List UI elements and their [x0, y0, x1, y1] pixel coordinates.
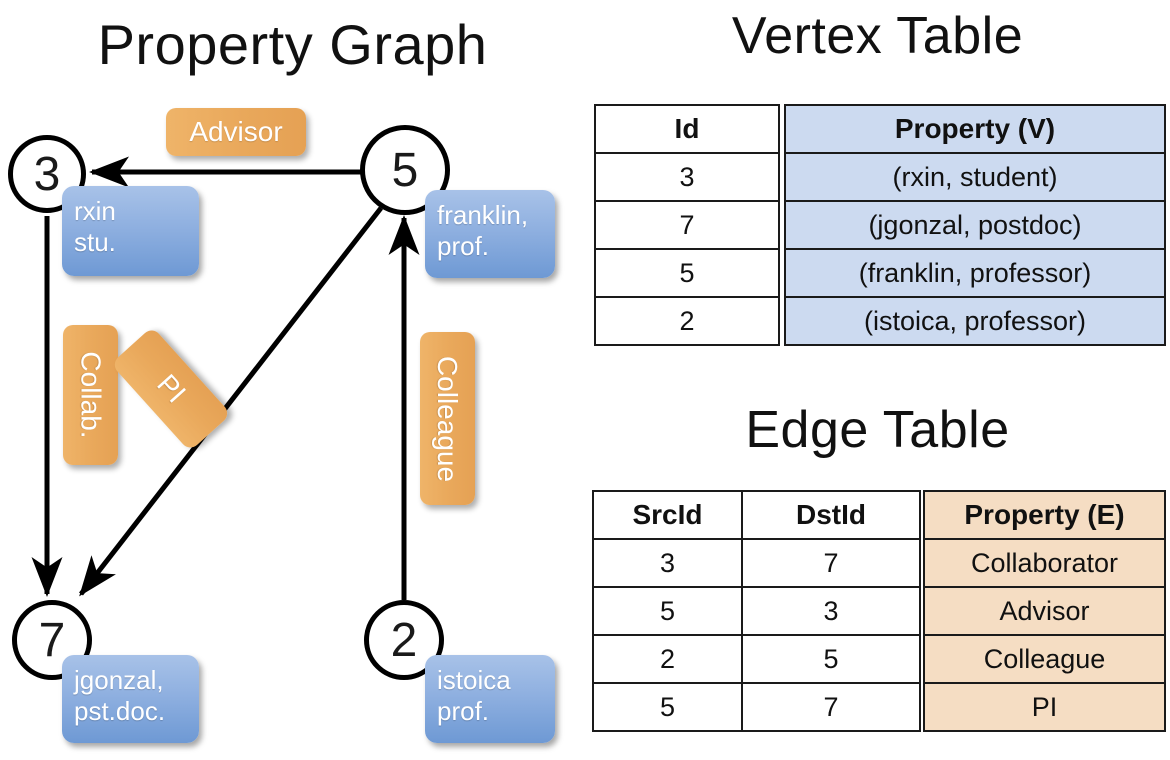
vertex-node-5[interactable]: 5	[360, 125, 450, 215]
table-row[interactable]: (istoica, professor)	[784, 296, 1166, 346]
vertex-node-7-label: 7	[38, 613, 66, 667]
edge-table-property-column: Property (E) Collaborator Advisor Collea…	[923, 490, 1166, 732]
edge-row-1-src: 5	[592, 586, 743, 636]
table-row[interactable]: Advisor	[923, 586, 1166, 636]
edge-row-2-src: 2	[592, 634, 743, 684]
vertex-row-1-property: (jgonzal, postdoc)	[784, 200, 1166, 250]
vertex-node-3-label: 3	[33, 147, 61, 201]
vertex-table-id-column: Id 3 7 5 2	[594, 104, 780, 346]
edge-label-pi-text: PI	[150, 368, 192, 409]
vertex-property-box-2[interactable]: istoica prof.	[425, 655, 555, 743]
graph-edges-layer	[31, 156, 420, 600]
edge-label-collab-text: Collab.	[75, 351, 107, 439]
vertex-property-2-line1: istoica	[437, 665, 511, 695]
edge-row-2-property: Colleague	[923, 634, 1166, 684]
vertex-property-box-3[interactable]: rxin stu.	[62, 186, 199, 276]
vertex-table-header-row: Id	[594, 104, 780, 154]
edge-row-2-dst: 5	[741, 634, 921, 684]
edge-table-src-dst-columns: SrcId DstId 3 7 5 3 2 5 5 7	[592, 490, 921, 732]
edge-table-header-srcid: SrcId	[592, 490, 743, 540]
vertex-row-1-id: 7	[594, 200, 780, 250]
vertex-row-3-property: (istoica, professor)	[784, 296, 1166, 346]
edge-row-1-property: Advisor	[923, 586, 1166, 636]
vertex-property-box-7[interactable]: jgonzal, pst.doc.	[62, 655, 199, 743]
vertex-table-header-id: Id	[594, 104, 780, 154]
vertex-property-3-line1: rxin	[74, 196, 116, 226]
table-row[interactable]: PI	[923, 682, 1166, 732]
vertex-node-2[interactable]: 2	[364, 600, 444, 680]
edge-table-header-dstid: DstId	[741, 490, 921, 540]
edge-row-1-dst: 3	[741, 586, 921, 636]
table-row[interactable]: (rxin, student)	[784, 152, 1166, 202]
vertex-property-7-line2: pst.doc.	[74, 695, 166, 726]
vertex-property-5-line2: prof.	[437, 230, 490, 261]
table-row[interactable]: (franklin, professor)	[784, 248, 1166, 298]
edge-table-header-property: Property (E)	[923, 490, 1166, 540]
page-title-vertex-table: Vertex Table	[731, 7, 1024, 65]
edge-row-3-dst: 7	[741, 682, 921, 732]
edge-table-header-row: Property (E)	[923, 490, 1166, 540]
page-title-edge-table: Edge Table	[745, 401, 1010, 459]
table-row[interactable]: Colleague	[923, 634, 1166, 684]
edge-5-to-7	[79, 206, 383, 597]
vertex-table-property-column: Property (V) (rxin, student) (jgonzal, p…	[784, 104, 1166, 346]
edge-label-colleague[interactable]: Colleague	[420, 332, 475, 505]
vertex-table-header-property: Property (V)	[784, 104, 1166, 154]
vertex-property-7-line1: jgonzal,	[74, 665, 164, 695]
edge-label-collab[interactable]: Collab.	[63, 325, 118, 465]
vertex-table-header-row: Property (V)	[784, 104, 1166, 154]
vertex-property-2-line2: prof.	[437, 695, 490, 726]
vertex-property-5-line1: franklin,	[437, 200, 529, 230]
table-row[interactable]: 3 7	[592, 538, 921, 588]
vertex-property-3-line2: stu.	[74, 226, 116, 257]
vertex-node-5-label: 5	[391, 143, 419, 197]
table-row[interactable]: 3	[594, 152, 780, 202]
table-row[interactable]: 5 3	[592, 586, 921, 636]
edge-label-advisor-text: Advisor	[189, 116, 283, 147]
edge-label-advisor[interactable]: Advisor	[166, 108, 306, 156]
edge-row-3-src: 5	[592, 682, 743, 732]
table-row[interactable]: 7	[594, 200, 780, 250]
edge-label-colleague-text: Colleague	[432, 355, 464, 482]
vertex-row-0-id: 3	[594, 152, 780, 202]
table-row[interactable]: (jgonzal, postdoc)	[784, 200, 1166, 250]
edge-row-0-dst: 7	[741, 538, 921, 588]
edge-table-header-row: SrcId DstId	[592, 490, 921, 540]
vertex-row-2-id: 5	[594, 248, 780, 298]
vertex-row-3-id: 2	[594, 296, 780, 346]
property-graph-diagram: 3 5 7 2 rxin stu. franklin, prof. jgonza…	[8, 108, 555, 743]
table-row[interactable]: 2 5	[592, 634, 921, 684]
edge-row-0-src: 3	[592, 538, 743, 588]
edge-row-3-property: PI	[923, 682, 1166, 732]
vertex-row-0-property: (rxin, student)	[784, 152, 1166, 202]
table-row[interactable]: 2	[594, 296, 780, 346]
vertex-row-2-property: (franklin, professor)	[784, 248, 1166, 298]
vertex-node-2-label: 2	[390, 613, 418, 667]
page-title-property-graph: Property Graph	[97, 13, 488, 76]
table-row[interactable]: 5	[594, 248, 780, 298]
edge-row-0-property: Collaborator	[923, 538, 1166, 588]
vertex-property-box-5[interactable]: franklin, prof.	[425, 190, 555, 278]
table-row[interactable]: 5 7	[592, 682, 921, 732]
table-row[interactable]: Collaborator	[923, 538, 1166, 588]
